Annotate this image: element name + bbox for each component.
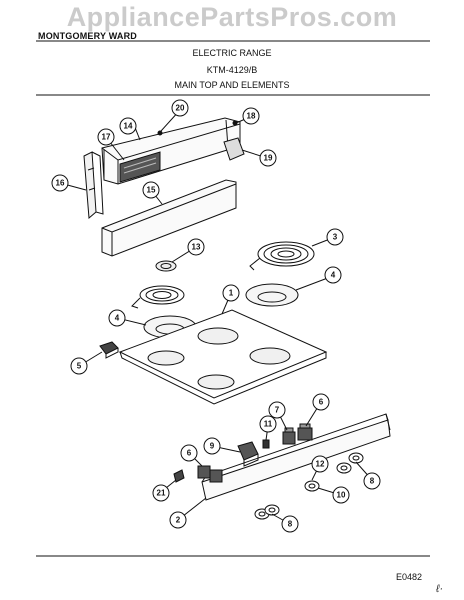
callout-circle-15 <box>142 181 160 199</box>
part-switch-6-lower <box>197 465 223 483</box>
callout-circle-10 <box>332 486 350 504</box>
section-title: MAIN TOP AND ELEMENTS <box>174 80 290 90</box>
part-knob-8-right <box>336 452 364 474</box>
callout-4-right: 4 <box>331 271 336 280</box>
callout-circle-21 <box>152 484 170 502</box>
part-clip-21 <box>173 469 185 483</box>
diagram-title: ELECTRIC RANGE <box>192 48 272 58</box>
part-lower-trim <box>101 179 237 257</box>
callout-circle-4-left <box>108 309 126 327</box>
callout-10: 10 <box>337 491 346 500</box>
part-knob-8-lower <box>254 504 280 520</box>
callout-11: 11 <box>264 420 273 429</box>
callout-circle-13 <box>187 238 205 256</box>
callout-circle-7 <box>268 401 286 419</box>
part-switch-11 <box>262 439 270 449</box>
brand-name: MONTGOMERY WARD <box>38 31 137 41</box>
part-surface-element-large <box>249 241 315 271</box>
part-drip-pan-right <box>245 283 299 307</box>
callout-18: 18 <box>247 112 256 121</box>
callout-13: 13 <box>192 243 201 252</box>
callout-4-left: 4 <box>115 314 120 323</box>
callout-circle-8-lower <box>281 515 299 533</box>
callout-circle-11 <box>259 415 277 433</box>
diagram-code: E0482 <box>396 572 423 582</box>
callout-circle-18 <box>242 107 260 125</box>
part-screw-20 <box>157 130 163 136</box>
callout-circle-6-upper <box>312 393 330 411</box>
callout-21: 21 <box>157 489 166 498</box>
callout-8-right: 8 <box>370 477 375 486</box>
callout-circle-6-lower <box>180 444 198 462</box>
part-side-trim <box>83 151 104 220</box>
callout-circle-12 <box>311 455 329 473</box>
callout-17: 17 <box>102 133 111 142</box>
callout-circle-4-right <box>324 266 342 284</box>
part-receptacle <box>99 341 119 359</box>
part-switch-7 <box>282 427 296 445</box>
callout-12: 12 <box>316 460 325 469</box>
callout-circle-5 <box>70 357 88 375</box>
part-surface-element-small <box>131 285 185 309</box>
callout-circle-19 <box>259 149 277 167</box>
callout-9: 9 <box>210 442 215 451</box>
callout-6-upper: 6 <box>319 398 324 407</box>
callout-circle-20 <box>171 99 189 117</box>
part-main-top <box>118 309 328 405</box>
callout-5: 5 <box>77 362 82 371</box>
model-number: KTM-4129/B <box>206 65 258 75</box>
callout-circle-16 <box>51 174 69 192</box>
callout-circle-8-right <box>363 472 381 490</box>
callout-2: 2 <box>176 516 181 525</box>
callout-circle-17 <box>97 128 115 146</box>
part-switch-9 <box>237 441 259 467</box>
part-switch-6-upper <box>297 423 313 441</box>
callout-14: 14 <box>124 122 133 131</box>
callout-3: 3 <box>333 233 338 242</box>
callout-circle-1 <box>222 284 240 302</box>
callout-1: 1 <box>229 289 234 298</box>
part-ring-13 <box>155 260 177 272</box>
callout-labels: 20 14 17 18 19 16 15 13 3 4 1 4 5 11 7 6… <box>56 104 375 529</box>
part-control-panel <box>201 413 391 501</box>
callout-circle-9 <box>203 437 221 455</box>
callout-6-lower: 6 <box>187 449 192 458</box>
callout-circle-14 <box>119 117 137 135</box>
callout-19: 19 <box>264 154 273 163</box>
part-knob-10 <box>304 480 320 492</box>
callout-20: 20 <box>176 104 185 113</box>
callout-16: 16 <box>56 179 65 188</box>
callout-circles <box>51 99 381 533</box>
callout-circle-2 <box>169 511 187 529</box>
callout-15: 15 <box>147 186 156 195</box>
callout-8-lower: 8 <box>288 520 293 529</box>
part-end-bracket <box>223 120 245 161</box>
part-control-insert <box>119 151 161 183</box>
watermark: AppliancePartsPros.com <box>66 2 398 32</box>
callout-circle-3 <box>326 228 344 246</box>
corner-mark: ℓ· <box>436 583 444 595</box>
callout-7: 7 <box>275 406 280 415</box>
